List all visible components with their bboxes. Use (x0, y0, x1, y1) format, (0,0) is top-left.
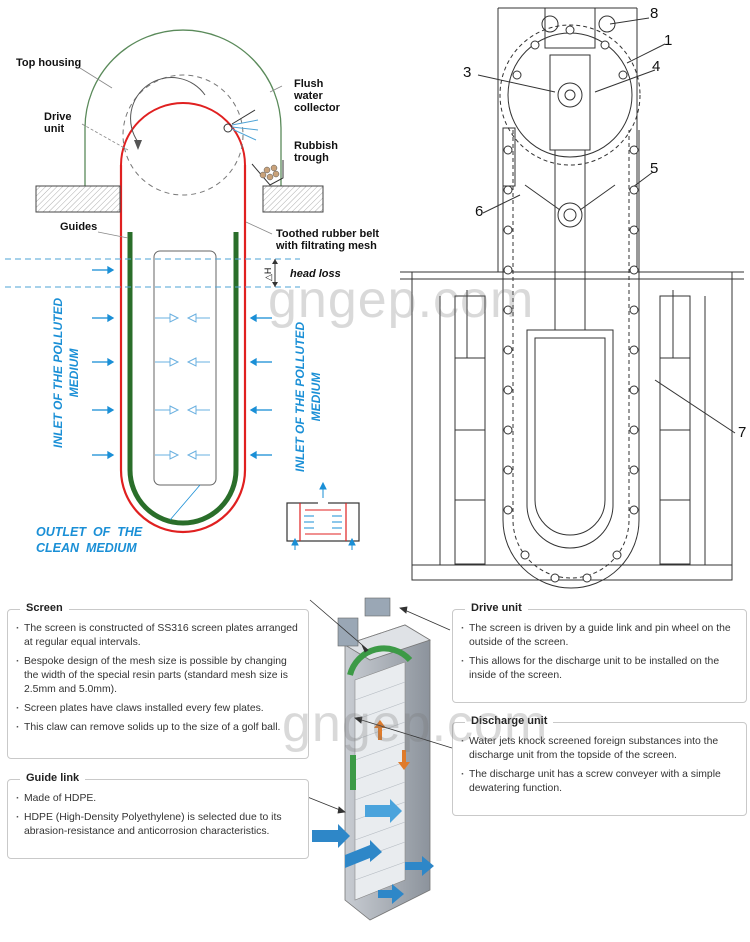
guides-label: Guides (60, 221, 98, 233)
rubbish-trough-label: Rubbish trough (294, 140, 338, 164)
screen-panel-title: Screen (20, 602, 69, 614)
screen-item: Screen plates have claws installed every… (16, 702, 300, 716)
technical-drawing (400, 7, 744, 589)
discharge-unit-item: Water jets knock screened foreign substa… (461, 735, 738, 763)
discharge-unit-panel-title: Discharge unit (465, 715, 554, 727)
watermark-top: gngep.com (268, 271, 535, 329)
inlet-left-label: INLET OF THE POLLUTED MEDIUM (51, 298, 81, 448)
callout-7: 7 (738, 424, 747, 441)
drive-unit-panel-title: Drive unit (465, 602, 528, 614)
guide-link-panel-title: Guide link (20, 772, 86, 784)
screen-panel: Screen The screen is constructed of SS31… (7, 602, 309, 759)
guide-link-item: Made of HDPE. (16, 792, 300, 806)
callout-3: 3 (463, 64, 472, 81)
callout-4: 4 (652, 58, 661, 75)
guide-link-item: HDPE (High-Density Polyethylene) is sele… (16, 811, 300, 839)
drive-unit-panel: Drive unit The screen is driven by a gui… (452, 602, 747, 703)
discharge-unit-panel: Discharge unit Water jets knock screened… (452, 715, 747, 816)
callout-1: 1 (664, 32, 673, 49)
screen-item: The screen is constructed of SS316 scree… (16, 622, 300, 650)
screen-item: This claw can remove solids up to the si… (16, 721, 300, 735)
drive-unit-item: The screen is driven by a guide link and… (461, 622, 738, 650)
discharge-unit-item: The discharge unit has a screw conveyer … (461, 768, 738, 796)
inlet-right-label: INLET OF THE POLLUTED MEDIUM (293, 322, 323, 472)
screen-item: Bespoke design of the mesh size is possi… (16, 655, 300, 697)
filter-schematic (5, 29, 360, 550)
callout-8: 8 (650, 5, 659, 22)
watermark-bottom: gngep.com (282, 695, 549, 753)
flush-water-collector-label: Flush water collector (294, 78, 340, 114)
guide-link-panel: Guide link Made of HDPE. HDPE (High-Dens… (7, 772, 309, 859)
drive-unit-label: Drive unit (44, 111, 72, 135)
top-housing-label: Top housing (16, 57, 82, 69)
head-loss-label: head loss (290, 268, 341, 280)
callout-6: 6 (475, 203, 484, 220)
outlet-label: OUTLET OF THE CLEAN MEDIUM (36, 525, 143, 555)
toothed-belt-label: Toothed rubber belt with filtrating mesh (276, 228, 380, 252)
callout-5: 5 (650, 160, 659, 177)
screen-3d-illustration (312, 597, 434, 921)
drive-unit-item: This allows for the discharge unit to be… (461, 655, 738, 683)
